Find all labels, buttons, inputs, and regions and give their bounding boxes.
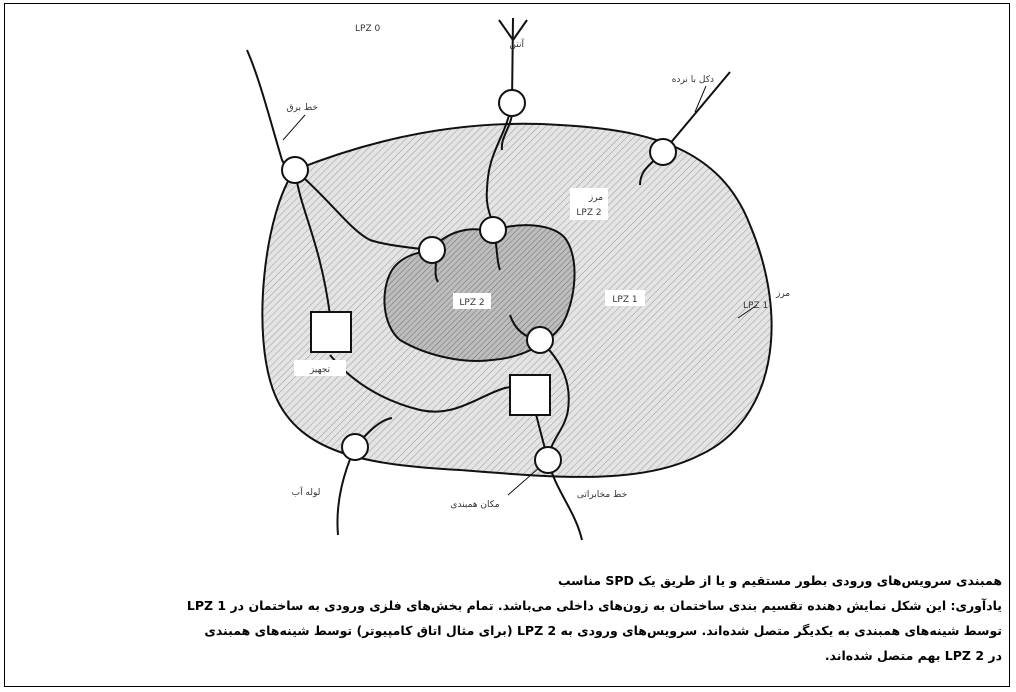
bonding-location-label: مکان همبندی xyxy=(450,500,499,510)
lpz2-center-label: LPZ 2 xyxy=(459,298,484,308)
antenna-label: آنتن xyxy=(509,38,524,50)
lpz-diagram: LPZ 0 آنتن دکل با نرده خط برق مرز LPZ 2 … xyxy=(246,17,790,541)
boundary-lpz2-label-bg xyxy=(570,188,608,220)
equipment-label: تجهیز xyxy=(309,365,331,375)
lpz1-center-label-bg xyxy=(605,290,645,306)
antenna-mast-line xyxy=(511,17,514,104)
equipment-label-bg xyxy=(294,360,346,376)
spd-power xyxy=(281,156,309,184)
caption-note-line-1: یادآوری: این شکل نمایش دهنده تقسیم بندی … xyxy=(186,598,1002,613)
lpz0-label: LPZ 0 xyxy=(355,24,380,34)
caption-note-line-3: در LPZ 2 بهم متصل شده‌اند. xyxy=(824,648,1002,663)
lpz2-center-label-bg xyxy=(453,293,491,309)
spd-mast xyxy=(649,138,677,166)
boundary-lpz1-word: مرز xyxy=(775,289,790,299)
lpz1-boundary-leader xyxy=(737,304,758,319)
spd-lpz2-top xyxy=(479,216,507,244)
spd-water xyxy=(341,433,369,461)
mast-line xyxy=(662,71,731,153)
spd-lpz2-left xyxy=(418,236,446,264)
figure-caption: همبندی سرویس‌های ورودی بطور مستقیم و یا … xyxy=(14,568,1002,668)
telecom-line-label: خط مخابراتی xyxy=(577,490,627,500)
equipment-box-bottom xyxy=(509,374,551,416)
power-label-leader xyxy=(282,114,306,141)
boundary-lpz1-zone: LPZ 1 xyxy=(743,301,768,311)
caption-title: همبندی سرویس‌های ورودی بطور مستقیم و یا … xyxy=(557,573,1002,588)
lpz1-center-label: LPZ 1 xyxy=(612,295,637,305)
water-pipe-label: لوله آب xyxy=(292,486,321,498)
mast-label: دکل با نرده xyxy=(672,75,714,85)
boundary-lpz2-zone: LPZ 2 xyxy=(576,208,601,218)
figure-frame xyxy=(4,3,1010,687)
boundary-lpz2-word: مرز xyxy=(588,193,603,203)
caption-note-line-2: توسط شینه‌های همبندی به یکدیگر متصل شده‌… xyxy=(204,623,1002,638)
antenna-tip-left xyxy=(498,19,514,41)
power-to-lpz2-line xyxy=(294,169,433,251)
bonding-points xyxy=(281,89,677,474)
power-line-label: خط برق xyxy=(287,103,318,113)
spd-antenna xyxy=(498,89,526,117)
spd-to-bonding-line xyxy=(539,339,570,461)
antenna-tip-right xyxy=(512,19,528,41)
equipment-box-left xyxy=(310,311,352,353)
bonding-location-point xyxy=(534,446,562,474)
spd-lpz2-right xyxy=(526,326,554,354)
mast-label-leader xyxy=(694,85,707,113)
